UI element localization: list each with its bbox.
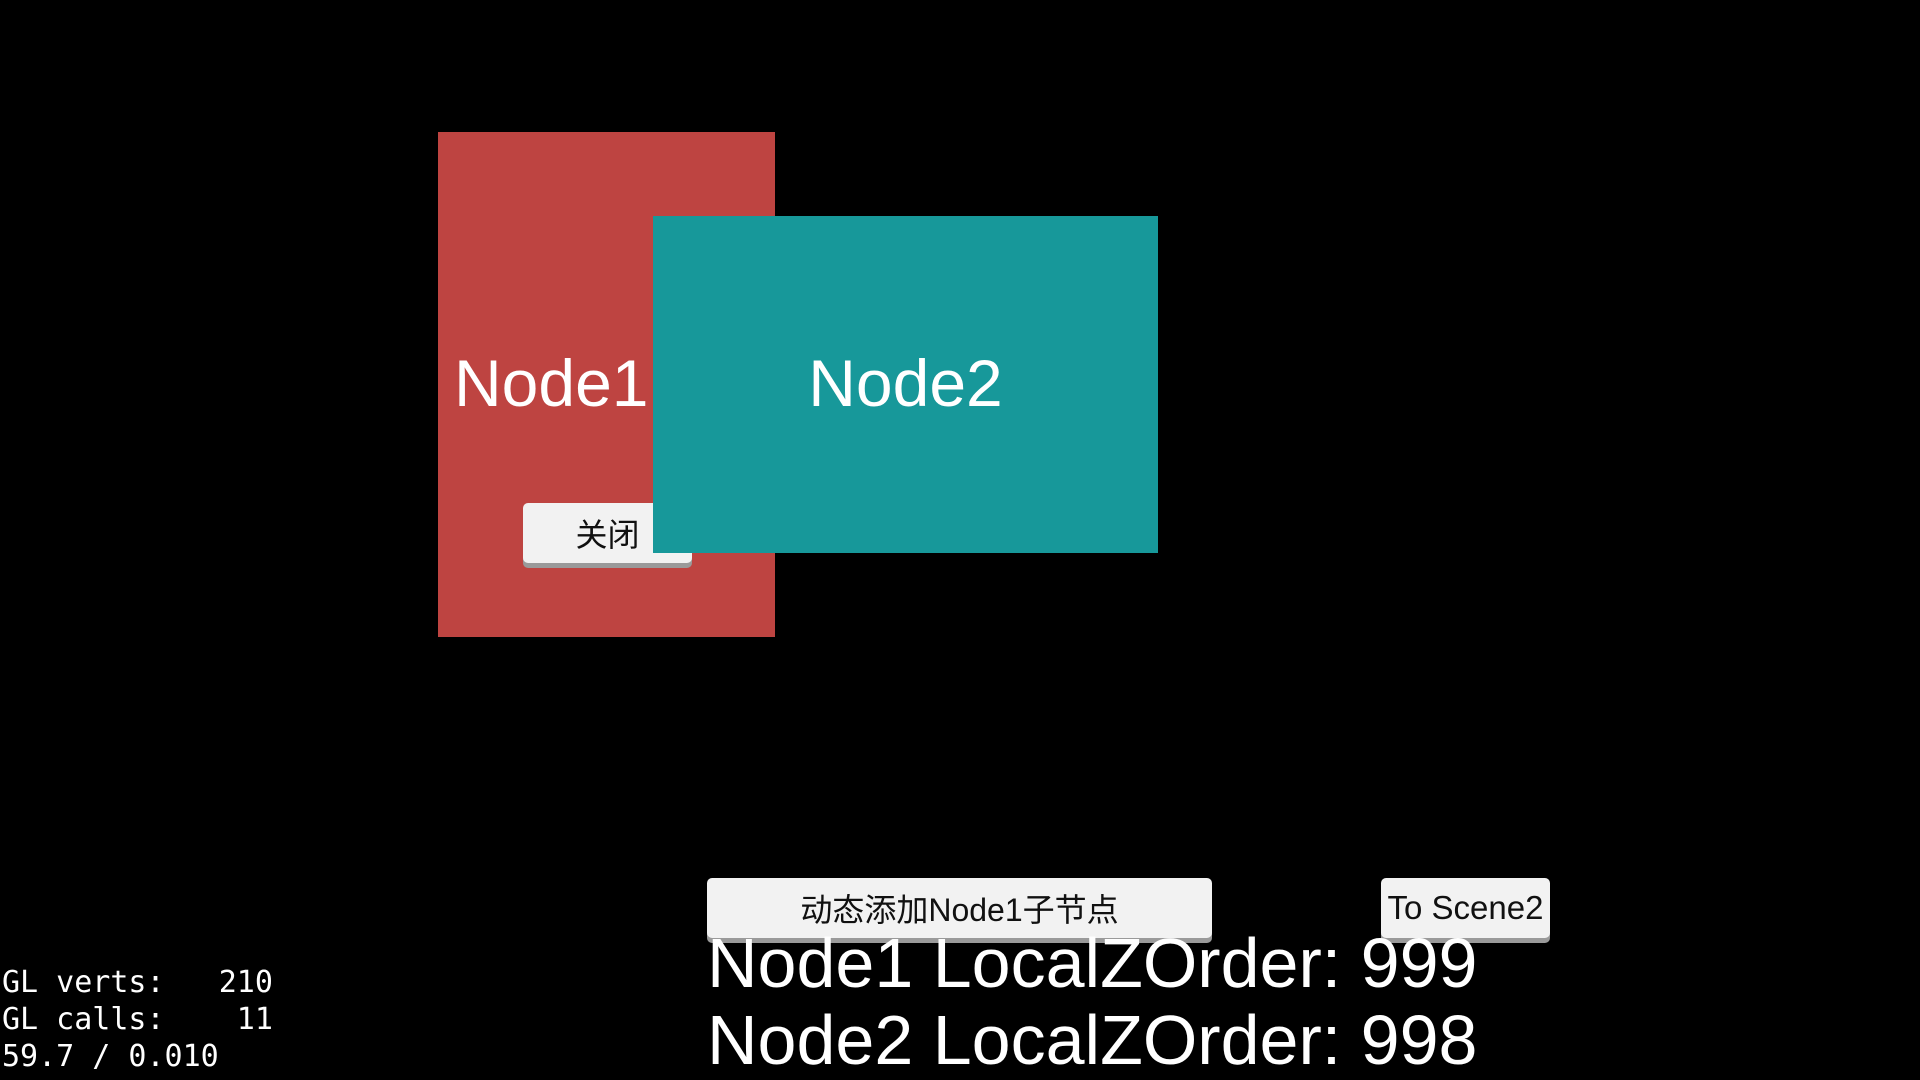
node1-label: Node1 [454, 346, 649, 420]
node2-label: Node2 [808, 346, 1003, 420]
to-scene2-button[interactable]: To Scene2 [1381, 878, 1550, 938]
gl-verts: GL verts: 210 [2, 965, 273, 1000]
gl-calls: GL calls: 11 [2, 1002, 273, 1037]
fps: 59.7 / 0.010 [2, 1039, 219, 1074]
node2-zorder-label: Node2 LocalZOrder: 998 [707, 1001, 1478, 1079]
node1-zorder-label: Node1 LocalZOrder: 999 [707, 924, 1478, 1002]
add-node1-child-button[interactable]: 动态添加Node1子节点 [707, 878, 1212, 938]
node2-panel: Node2 [653, 216, 1158, 553]
